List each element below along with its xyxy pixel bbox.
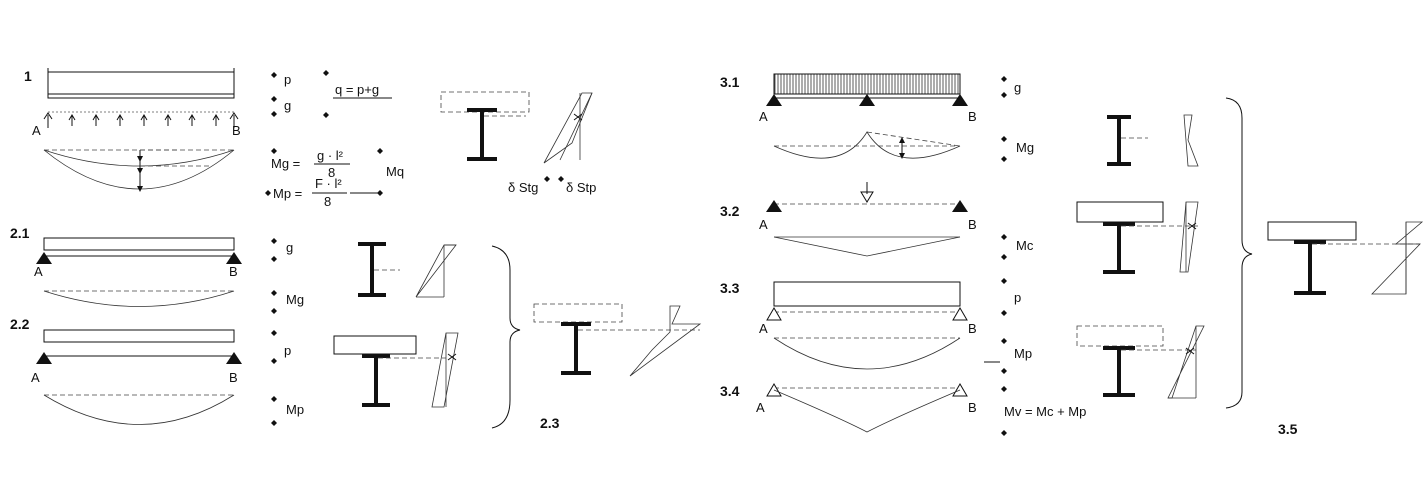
support-b-3-2: B	[968, 217, 977, 232]
section-3-2-cross-section	[1076, 201, 1199, 274]
section-2-2-labels: p Mp	[271, 330, 304, 426]
brace-2	[491, 245, 521, 429]
mp-formula-den: 8	[324, 194, 331, 209]
deflection-stg: δ Stg	[508, 180, 538, 195]
section-3-2: 3.2 A B	[720, 182, 977, 257]
load-g-2-1: g	[286, 240, 293, 255]
mg-formula-num: g · l²	[317, 148, 344, 163]
load-g-3-1: g	[1014, 80, 1021, 95]
section-3-3-cross-section	[1076, 325, 1205, 399]
load-arrows	[43, 112, 239, 128]
load-p-3-3: p	[1014, 290, 1021, 305]
moment-curve-3-3	[773, 337, 961, 370]
section-3-2-labels: Mc	[1001, 234, 1034, 260]
section-1-cross-section: δ Stg δ Stp	[440, 91, 596, 195]
section-3-1: 3.1 A B	[720, 73, 977, 159]
support-a-3-1: A	[759, 109, 768, 124]
support-b-2-2: B	[229, 370, 238, 385]
support-a-2-1: A	[34, 264, 43, 279]
section-label-2-1: 2.1	[10, 225, 30, 241]
section-3-3: 3.3 A B	[720, 280, 977, 370]
support-a-3-3: A	[759, 321, 768, 336]
brace-3	[1225, 97, 1253, 409]
load-block-g	[43, 237, 235, 251]
load-block-p	[43, 329, 235, 343]
support-a-3-2: A	[759, 217, 768, 232]
section-2-2-cross-section	[333, 332, 459, 408]
mp-formula-num: F · l²	[315, 176, 342, 191]
section-1: 1 A B	[24, 68, 241, 192]
deflection-stp: δ Stp	[566, 180, 596, 195]
section-2-1: 2.1 A B	[10, 225, 242, 307]
load-g-1: g	[284, 98, 291, 113]
mv-formula: Mv = Mc + Mp	[1004, 404, 1086, 419]
moment-mp-3-3: Mp	[1014, 346, 1032, 361]
section-3-1-labels: g Mg	[1001, 76, 1034, 162]
load-p-1: p	[284, 72, 291, 87]
section-3-5: 3.5	[1267, 221, 1424, 437]
support-b-1: B	[232, 123, 241, 138]
support-a-1: A	[32, 123, 41, 138]
support-a-2-2: A	[31, 370, 40, 385]
section-2-1-labels: g Mg	[271, 238, 304, 314]
section-3-4: 3.4 A B	[720, 383, 977, 433]
section-label-1: 1	[24, 68, 32, 84]
moment-curve-3-4	[773, 389, 961, 433]
support-b-3-4: B	[968, 400, 977, 415]
section-3-1-cross-section	[1107, 114, 1199, 167]
moment-mp-2-2: Mp	[286, 402, 304, 417]
support-b-3-3: B	[968, 321, 977, 336]
section-label-3-3: 3.3	[720, 280, 740, 296]
moment-curve-2-2	[43, 394, 235, 425]
moment-curve-3-1	[773, 131, 961, 159]
q-formula: q = p+g	[335, 82, 379, 97]
mp-formula-lhs: Mp =	[273, 186, 302, 201]
section-2-2: 2.2 A B	[10, 316, 242, 425]
mg-formula-lhs: Mg =	[271, 156, 300, 171]
section-label-2-2: 2.2	[10, 316, 30, 332]
section-2-3: 2.3	[533, 303, 702, 431]
load-block-p-3-3	[773, 281, 961, 307]
mg-formula-den: 8	[328, 165, 335, 180]
load-p-2-2: p	[284, 343, 291, 358]
section-label-3-2: 3.2	[720, 203, 740, 219]
section-3-4-labels: Mv = Mc + Mp	[1001, 386, 1086, 436]
moment-mg-2-1: Mg	[286, 292, 304, 307]
support-a-3-4: A	[756, 400, 765, 415]
section-label-3-1: 3.1	[720, 74, 740, 90]
moment-curve-g	[43, 149, 235, 167]
moment-curve-2-1	[43, 290, 235, 307]
moment-mc: Mc	[1016, 238, 1034, 253]
mq-label: Mq	[386, 164, 404, 179]
section-2-1-cross-section	[358, 242, 457, 298]
beam-1	[47, 93, 235, 99]
support-b-3-1: B	[968, 109, 977, 124]
section-3-3-labels: p Mp	[984, 278, 1032, 374]
section-label-3-5: 3.5	[1278, 421, 1298, 437]
moment-mg-3-1: Mg	[1016, 140, 1034, 155]
support-b-2-1: B	[229, 264, 238, 279]
section-label-3-4: 3.4	[720, 383, 740, 399]
section-label-2-3: 2.3	[540, 415, 560, 431]
moment-curve-3-2	[773, 236, 961, 257]
section-1-labels: p g q = p+g Mg = g · l² 8 Mq Mp = F · l²…	[265, 70, 404, 209]
load-block-g-3-1	[773, 73, 961, 95]
